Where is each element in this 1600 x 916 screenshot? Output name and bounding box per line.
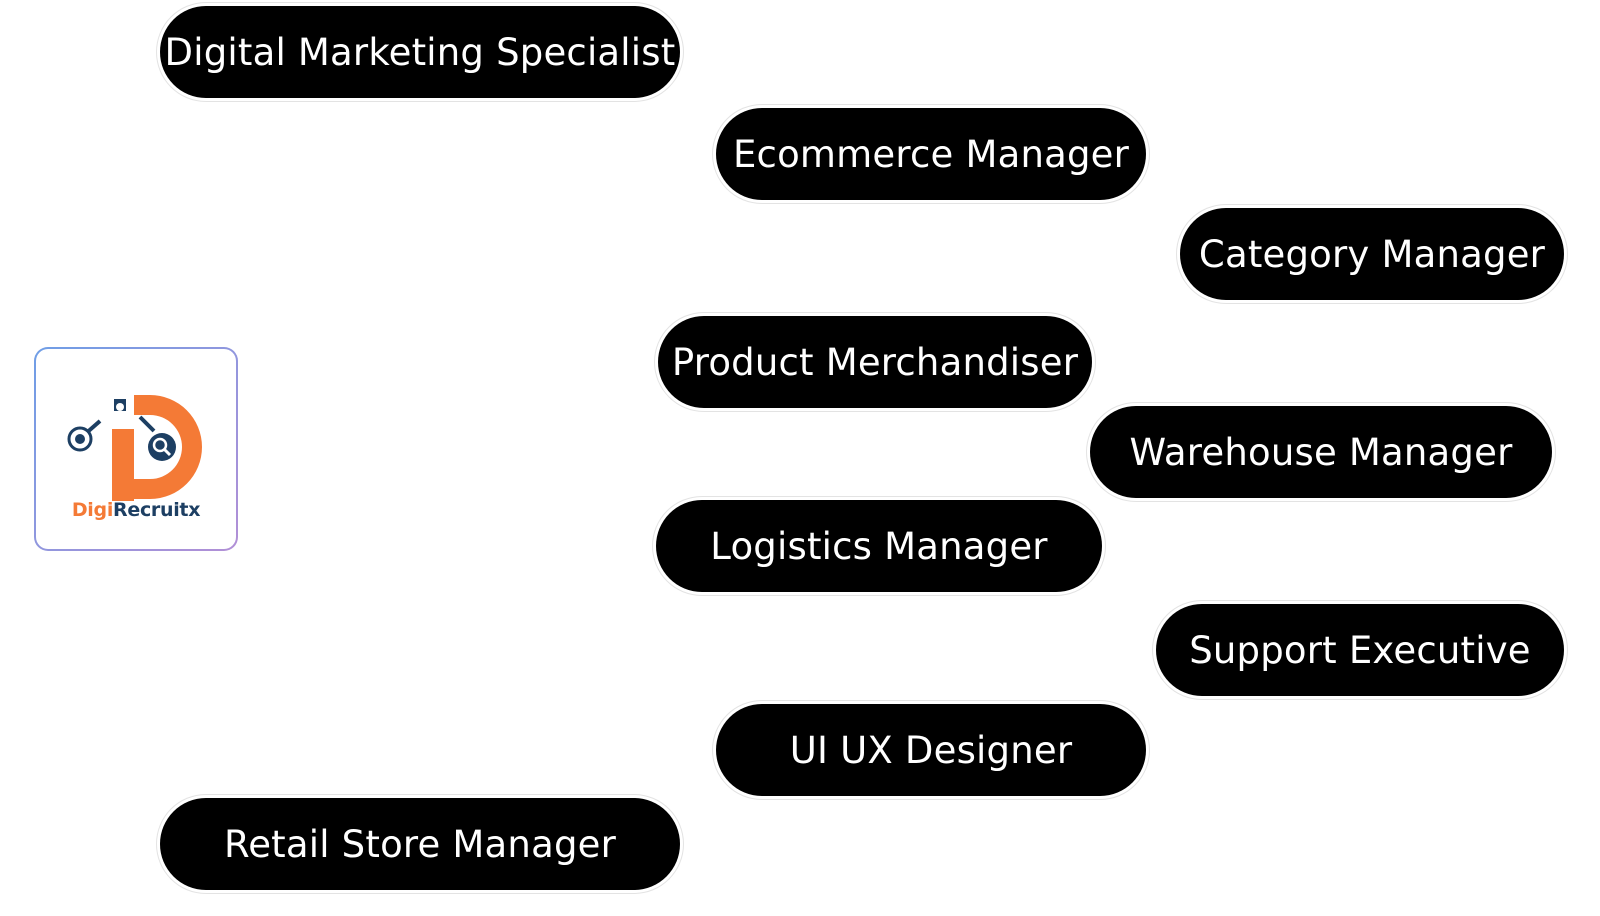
role-pill-digital-marketing-specialist: Digital Marketing Specialist (160, 6, 680, 98)
logo-brand-part1: Digi (71, 499, 114, 521)
role-pill-retail-store-manager: Retail Store Manager (160, 798, 680, 890)
role-pill-logistics-manager: Logistics Manager (656, 500, 1102, 592)
logo-brand-part2: Recruitx (113, 499, 201, 521)
d-letter-network-icon (67, 395, 202, 501)
role-pill-support-executive: Support Executive (1156, 604, 1564, 696)
role-pill-ui-ux-designer: UI UX Designer (716, 704, 1146, 796)
role-pill-ecommerce-manager: Ecommerce Manager (716, 108, 1146, 200)
role-pill-category-manager: Category Manager (1180, 208, 1564, 300)
logo-wordmark: DigiRecruitx (36, 499, 236, 521)
role-pill-warehouse-manager: Warehouse Manager (1090, 406, 1552, 498)
role-pill-product-merchandiser: Product Merchandiser (658, 316, 1092, 408)
digirecruitx-logo: DigiRecruitx (34, 347, 238, 551)
